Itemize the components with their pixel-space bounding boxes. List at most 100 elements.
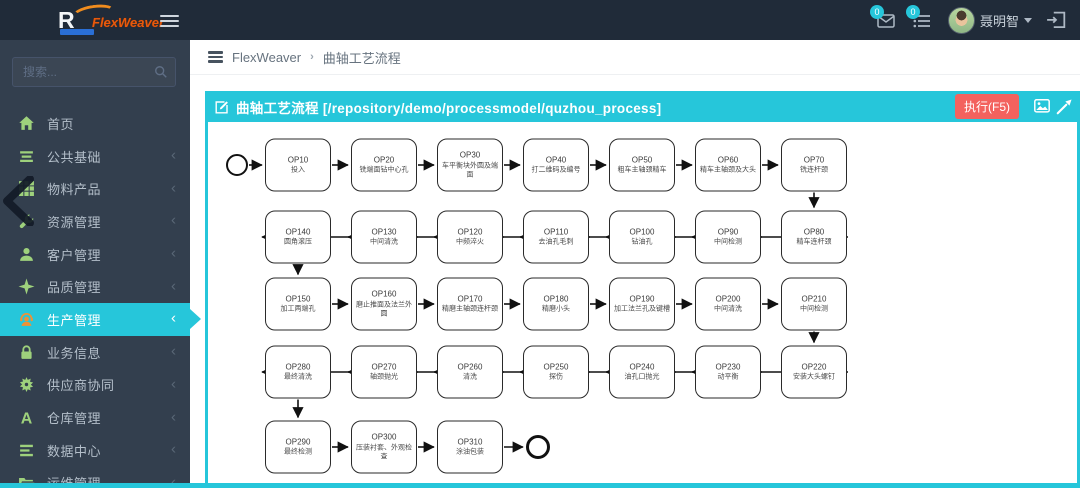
sidebar-item-business[interactable]: 业务信息‹: [0, 336, 190, 369]
flow-node-op30[interactable]: OP30 车平衡块外圆及端面: [437, 138, 503, 192]
process-panel: 曲轴工艺流程 [/repository/demo/processmodel/qu…: [205, 91, 1080, 483]
pen-icon[interactable]: [1056, 99, 1072, 115]
node-op-code: OP40: [545, 155, 567, 165]
tasks-icon[interactable]: 0: [905, 5, 934, 30]
chevron-left-icon: ‹: [171, 342, 176, 360]
node-label: 精车连杆颈: [796, 238, 832, 246]
svg-text:A: A: [21, 410, 33, 426]
common-icon: [18, 148, 35, 165]
chevron-left-icon: ‹: [171, 440, 176, 458]
chevron-left-icon: ‹: [171, 473, 176, 488]
active-item-arrow: [190, 309, 201, 330]
search-input[interactable]: [12, 57, 176, 87]
breadcrumb-app[interactable]: FlexWeaver: [232, 49, 302, 65]
breadcrumb-menu-icon[interactable]: [208, 49, 223, 65]
node-op-code: OP190: [629, 294, 655, 304]
node-op-code: OP130: [371, 227, 397, 237]
start-event[interactable]: [226, 154, 248, 176]
node-op-code: OP150: [285, 294, 311, 304]
node-label: 轴颈抛光: [370, 373, 398, 381]
node-op-code: OP170: [457, 294, 483, 304]
node-label: 中间清洗: [714, 305, 742, 313]
node-op-code: OP280: [285, 362, 311, 372]
supplier-icon: [18, 376, 35, 393]
back-gesture-arrow: [0, 175, 38, 227]
sidebar-item-home[interactable]: 首页: [0, 107, 190, 140]
chevron-left-icon: ‹: [171, 309, 176, 327]
sidebar-item-datacenter[interactable]: 数据中心‹: [0, 434, 190, 467]
node-label: 最终检测: [284, 448, 312, 456]
node-label: 车平衡块外圆及端面: [442, 162, 498, 179]
node-op-code: OP10: [287, 155, 309, 165]
sidebar-item-label: 公共基础: [47, 149, 102, 165]
run-button[interactable]: 执行(F5): [955, 94, 1019, 119]
node-op-code: OP180: [543, 294, 569, 304]
sidebar-item-production[interactable]: 生产管理‹: [0, 303, 201, 336]
node-label: 安装大头螺钉: [793, 373, 835, 381]
node-op-code: OP310: [457, 437, 483, 447]
node-op-code: OP270: [371, 362, 397, 372]
sidebar-item-customer[interactable]: 客户管理‹: [0, 238, 190, 271]
node-label: 去油孔毛刺: [538, 238, 574, 246]
chevron-left-icon: ‹: [171, 179, 176, 197]
datacenter-icon: [18, 442, 35, 459]
node-label: 涂油包装: [456, 448, 484, 456]
node-op-code: OP140: [285, 227, 311, 237]
node-op-code: OP290: [285, 437, 311, 447]
export-image-icon[interactable]: [1034, 99, 1050, 114]
breadcrumb-page: 曲轴工艺流程: [322, 50, 401, 66]
sidebar-item-supplier[interactable]: 供应商协同‹: [0, 369, 190, 402]
sidebar-toggle-icon[interactable]: [160, 12, 179, 30]
node-op-code: OP220: [801, 362, 827, 372]
messages-icon[interactable]: 0: [869, 5, 898, 30]
node-op-code: OP30: [459, 150, 481, 160]
node-label: 压装衬套、外观检查: [356, 444, 412, 461]
node-label: 投入: [291, 166, 305, 174]
node-op-code: OP200: [715, 294, 741, 304]
sidebar-item-common[interactable]: 公共基础‹: [0, 140, 190, 173]
sidebar-item-quality[interactable]: 品质管理‹: [0, 270, 190, 303]
user-menu[interactable]: 聂明智: [947, 6, 1032, 34]
breadcrumb: FlexWeaver › 曲轴工艺流程: [190, 40, 1080, 75]
end-event[interactable]: [526, 435, 550, 459]
sidebar-menu: 首页公共基础‹物料产品‹资源管理‹客户管理‹品质管理‹生产管理‹业务信息‹供应商…: [0, 107, 201, 488]
node-label: 打二维码及编号: [531, 166, 581, 174]
panel-header: 曲轴工艺流程 [/repository/demo/processmodel/qu…: [205, 91, 1080, 122]
sidebar: 首页公共基础‹物料产品‹资源管理‹客户管理‹品质管理‹生产管理‹业务信息‹供应商…: [0, 40, 201, 488]
logout-icon[interactable]: [1046, 11, 1066, 29]
node-op-code: OP60: [717, 155, 739, 165]
logo-brand-text: FlexWeaver: [92, 15, 165, 30]
edit-icon[interactable]: [215, 100, 229, 114]
